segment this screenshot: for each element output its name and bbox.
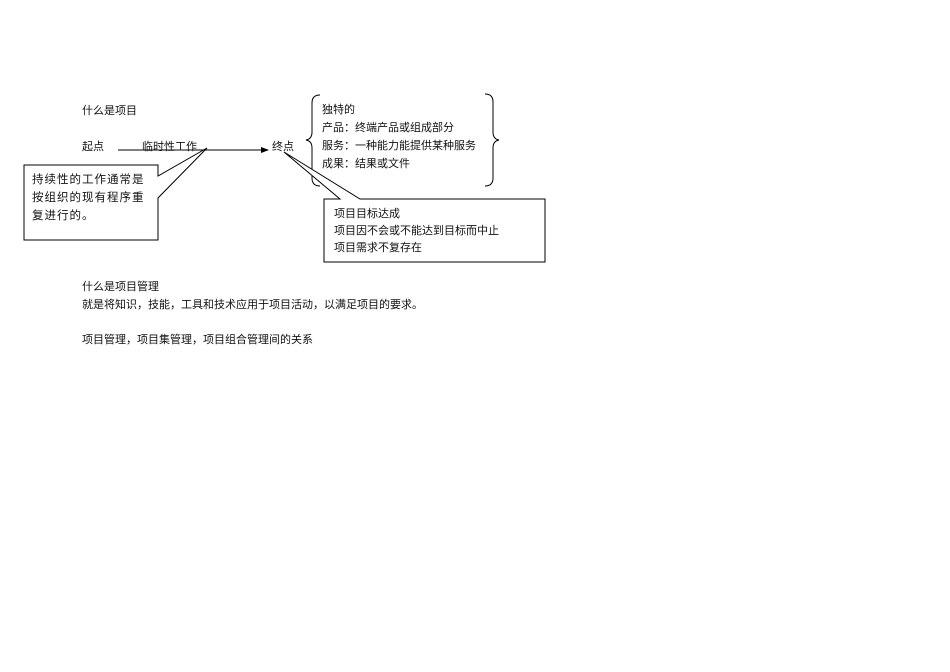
temporary-work-label: 临时性工作 bbox=[142, 140, 197, 153]
characteristic-item: 成果：结果或文件 bbox=[322, 157, 410, 170]
start-label: 起点 bbox=[82, 140, 104, 153]
project-characteristics: 独特的 产品：终端产品或组成部分 服务：一种能力能提供某种服务 成果：结果或文件 bbox=[322, 101, 476, 173]
end-condition: 项目需求不复存在 bbox=[334, 241, 422, 254]
characteristic-item: 独特的 bbox=[322, 103, 355, 116]
end-condition: 项目目标达成 bbox=[334, 207, 400, 220]
end-condition: 项目因不会或不能达到目标而中止 bbox=[334, 224, 499, 237]
characteristic-item: 产品：终端产品或组成部分 bbox=[322, 121, 454, 134]
heading-what-is-project: 什么是项目 bbox=[82, 104, 137, 117]
callout-line: 复进行的。 bbox=[32, 208, 95, 222]
characteristic-item: 服务：一种能力能提供某种服务 bbox=[322, 139, 476, 152]
callout-line: 按组织的现有程序重 bbox=[32, 190, 145, 204]
left-brace bbox=[305, 94, 321, 187]
end-conditions-callout: 项目目标达成 项目因不会或不能达到目标而中止 项目需求不复存在 bbox=[334, 205, 499, 256]
heading-what-is-pm: 什么是项目管理 bbox=[82, 280, 159, 293]
pm-definition: 就是将知识，技能，工具和技术应用于项目活动，以满足项目的要求。 bbox=[82, 298, 423, 311]
relation-title: 项目管理，项目集管理，项目组合管理间的关系 bbox=[82, 333, 313, 346]
callout-line: 持续性的工作通常是 bbox=[32, 172, 145, 186]
ongoing-work-callout: 持续性的工作通常是 按组织的现有程序重 复进行的。 bbox=[32, 170, 145, 224]
ongoing-work-callout-shape bbox=[23, 147, 208, 241]
right-brace bbox=[484, 93, 500, 187]
end-label: 终点 bbox=[272, 140, 294, 153]
